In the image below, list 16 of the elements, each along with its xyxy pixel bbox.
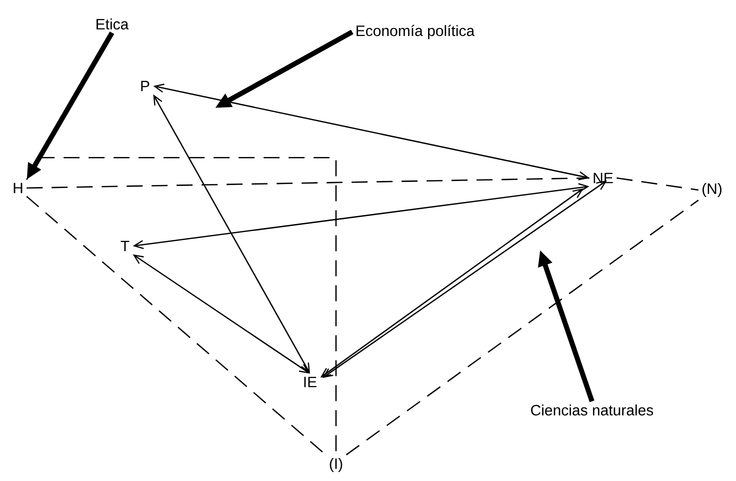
dashed-line (346, 200, 699, 456)
arrow (132, 183, 590, 250)
field-label: Economía política (356, 24, 475, 40)
dashed-line (616, 177, 698, 191)
arrow (153, 84, 590, 180)
field-label: Etica (96, 18, 129, 30)
field-label: Ciencias naturales (531, 404, 654, 416)
axis-label: H (14, 182, 22, 194)
dashed-line (26, 177, 590, 189)
axis-label: (N) (702, 183, 722, 197)
arrow (132, 254, 310, 374)
axis-label: T (120, 240, 130, 252)
axis-label: P (141, 80, 150, 92)
axis-label: (I) (330, 458, 342, 472)
axis-label: IE (304, 376, 316, 388)
arrow (153, 94, 310, 374)
